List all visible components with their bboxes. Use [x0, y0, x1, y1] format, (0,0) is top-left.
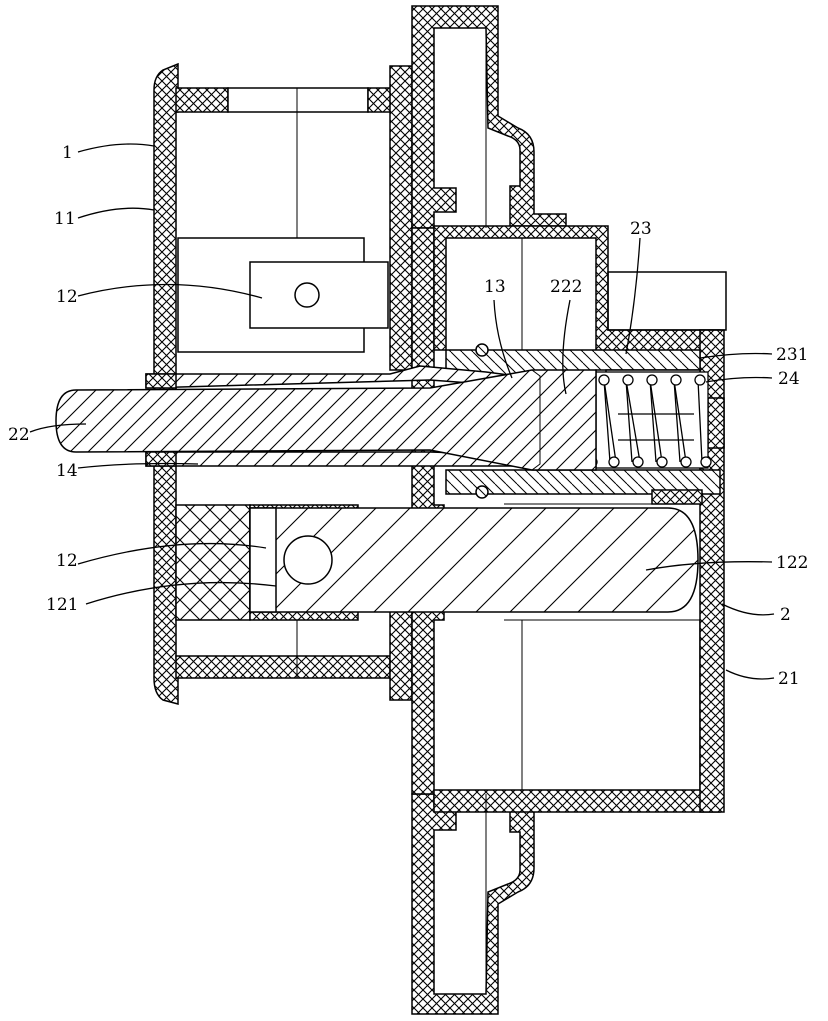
label-21: 21 — [778, 669, 800, 689]
label-12-lower: 12 — [56, 551, 78, 571]
label-222: 222 — [550, 277, 582, 297]
label-121: 121 — [46, 595, 78, 615]
label-22: 22 — [8, 425, 30, 445]
label-122: 122 — [776, 553, 808, 573]
label-2: 2 — [780, 605, 791, 625]
upper-pin-12 — [250, 262, 388, 328]
label-12-upper: 12 — [56, 287, 78, 307]
label-23: 23 — [630, 219, 652, 239]
label-13: 13 — [484, 277, 506, 297]
label-24: 24 — [778, 369, 800, 389]
label-231: 231 — [776, 345, 808, 365]
label-14: 14 — [56, 461, 78, 481]
spring-24 — [587, 372, 711, 468]
label-11: 11 — [54, 209, 76, 229]
label-1: 1 — [62, 143, 73, 163]
